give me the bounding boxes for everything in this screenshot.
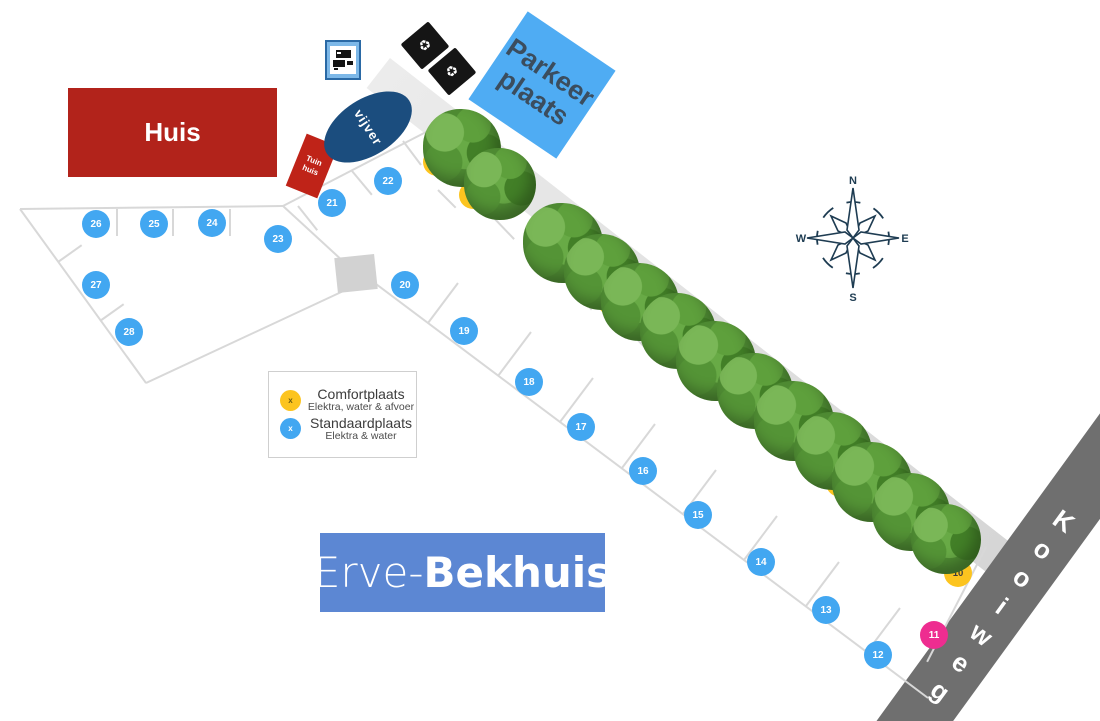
pitch-marker-18: 18 xyxy=(515,368,543,396)
pitch-marker-12: 12 xyxy=(864,641,892,669)
pitch-marker-19: 19 xyxy=(450,317,478,345)
street-name-letter: w xyxy=(964,615,999,652)
pitch-marker-23: 23 xyxy=(264,225,292,253)
pitch-marker-17: 17 xyxy=(567,413,595,441)
compass-rose-icon: N E S W xyxy=(796,175,909,304)
street-name-letter: e xyxy=(946,645,976,679)
pitch-marker-22: 22 xyxy=(374,167,402,195)
pitch-marker-11: 11 xyxy=(920,621,948,649)
tree-icon xyxy=(911,504,981,574)
house-building: Huis xyxy=(68,88,277,177)
pitch-marker-20: 20 xyxy=(391,271,419,299)
pitch-marker-13: 13 xyxy=(812,596,840,624)
site-title-light: Erve- xyxy=(313,548,424,597)
plot-boundary-line xyxy=(19,208,147,384)
plot-boundary-line xyxy=(402,140,422,166)
street-name-letter: i xyxy=(990,591,1015,620)
plot-boundary-line xyxy=(172,209,174,236)
utility-building xyxy=(334,254,378,293)
street-name-letter: o xyxy=(1007,560,1039,595)
pitch-marker-21: 21 xyxy=(318,189,346,217)
plot-boundary-line xyxy=(116,209,118,236)
plot-boundary-line xyxy=(437,189,457,209)
site-title: Erve-Bekhuis xyxy=(314,533,611,612)
street-name-letter: o xyxy=(1028,532,1059,566)
pitch-marker-28: 28 xyxy=(115,318,143,346)
house-label: Huis xyxy=(144,117,201,147)
pitch-marker-16: 16 xyxy=(629,457,657,485)
plot-boundary-line xyxy=(351,170,373,196)
plot-boundary-line xyxy=(427,282,459,324)
recycle-symbol: ♻ xyxy=(441,60,462,82)
service-sign-icon xyxy=(325,40,361,80)
standard-pitch-icon: x xyxy=(280,418,301,440)
street-name-letter: K xyxy=(1047,502,1081,539)
legend-row-standard: x Standaardplaats Elektra & water xyxy=(269,414,416,443)
legend-comfort-desc: Elektra, water & afvoer xyxy=(307,401,415,414)
comfort-pitch-icon: x xyxy=(280,389,301,411)
tree-icon xyxy=(464,148,536,220)
legend-comfort-title: Comfortplaats xyxy=(317,385,405,402)
street-name-letter: g xyxy=(925,673,956,708)
pond-label: vijver xyxy=(350,106,386,148)
pitch-marker-24: 24 xyxy=(198,209,226,237)
compass-west-label: W xyxy=(796,233,807,245)
plot-boundary-line xyxy=(57,244,83,263)
pitch-marker-14: 14 xyxy=(747,548,775,576)
legend-row-comfort: x Comfortplaats Elektra, water & afvoer xyxy=(269,387,416,414)
pitch-marker-15: 15 xyxy=(684,501,712,529)
plot-boundary-line xyxy=(145,286,353,384)
legend-standard-title: Standaardplaats xyxy=(310,414,412,431)
garden-house-label: Tuin huis xyxy=(300,153,324,178)
pitch-marker-26: 26 xyxy=(82,210,110,238)
site-title-bold: Bekhuis xyxy=(423,548,612,597)
compass-north-label: N xyxy=(849,175,857,187)
compass-east-label: E xyxy=(901,233,908,245)
pitch-marker-27: 27 xyxy=(82,271,110,299)
pitch-marker-25: 25 xyxy=(140,210,168,238)
legend: x Comfortplaats Elektra, water & afvoer … xyxy=(268,371,417,458)
legend-standard-desc: Elektra & water xyxy=(325,430,397,443)
compass-south-label: S xyxy=(849,292,856,304)
plot-boundary-line xyxy=(229,209,231,236)
recycle-symbol: ♻ xyxy=(414,34,435,56)
service-sign-glyph xyxy=(330,46,356,74)
